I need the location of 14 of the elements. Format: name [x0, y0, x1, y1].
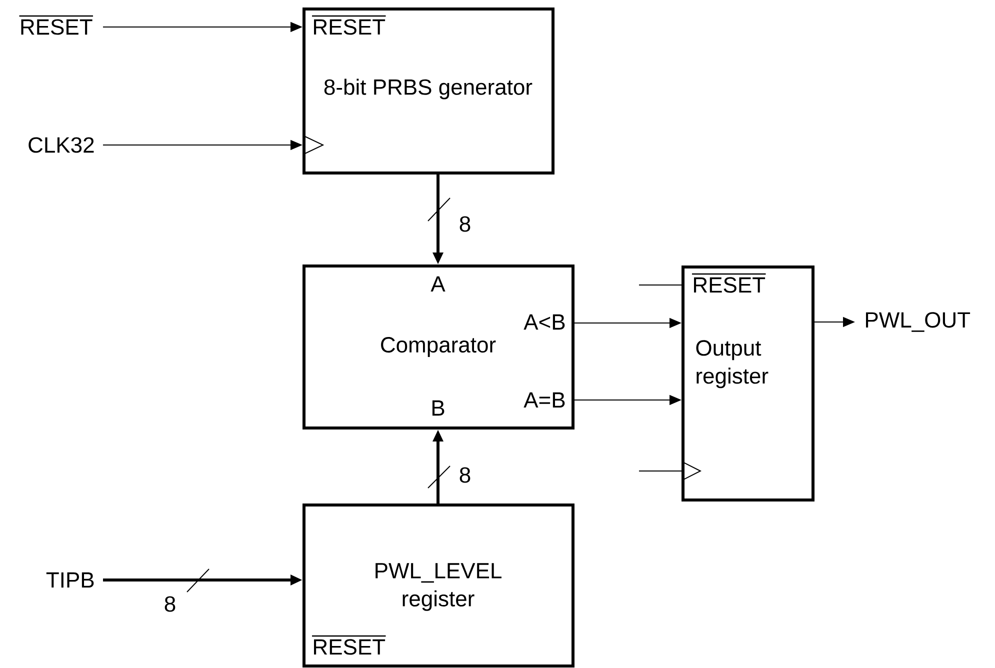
- pin-label: A: [430, 276, 446, 292]
- signal-label: TIPB: [46, 572, 94, 588]
- pin-label: RESET: [692, 273, 766, 293]
- pin-label: A=B: [524, 392, 565, 408]
- pin-label: RESET: [312, 15, 386, 35]
- signal-label: CLK32: [28, 137, 94, 153]
- pin-label: B: [432, 400, 444, 416]
- edge-label: 8: [458, 215, 472, 233]
- pin-label: RESET: [312, 635, 386, 655]
- signal-label: PWL_OUT: [866, 312, 970, 332]
- edge-label: 8: [162, 595, 178, 613]
- pin-label: A<B: [524, 314, 565, 330]
- signal-label: RESET: [19, 15, 93, 35]
- edge-label: 8: [458, 466, 472, 484]
